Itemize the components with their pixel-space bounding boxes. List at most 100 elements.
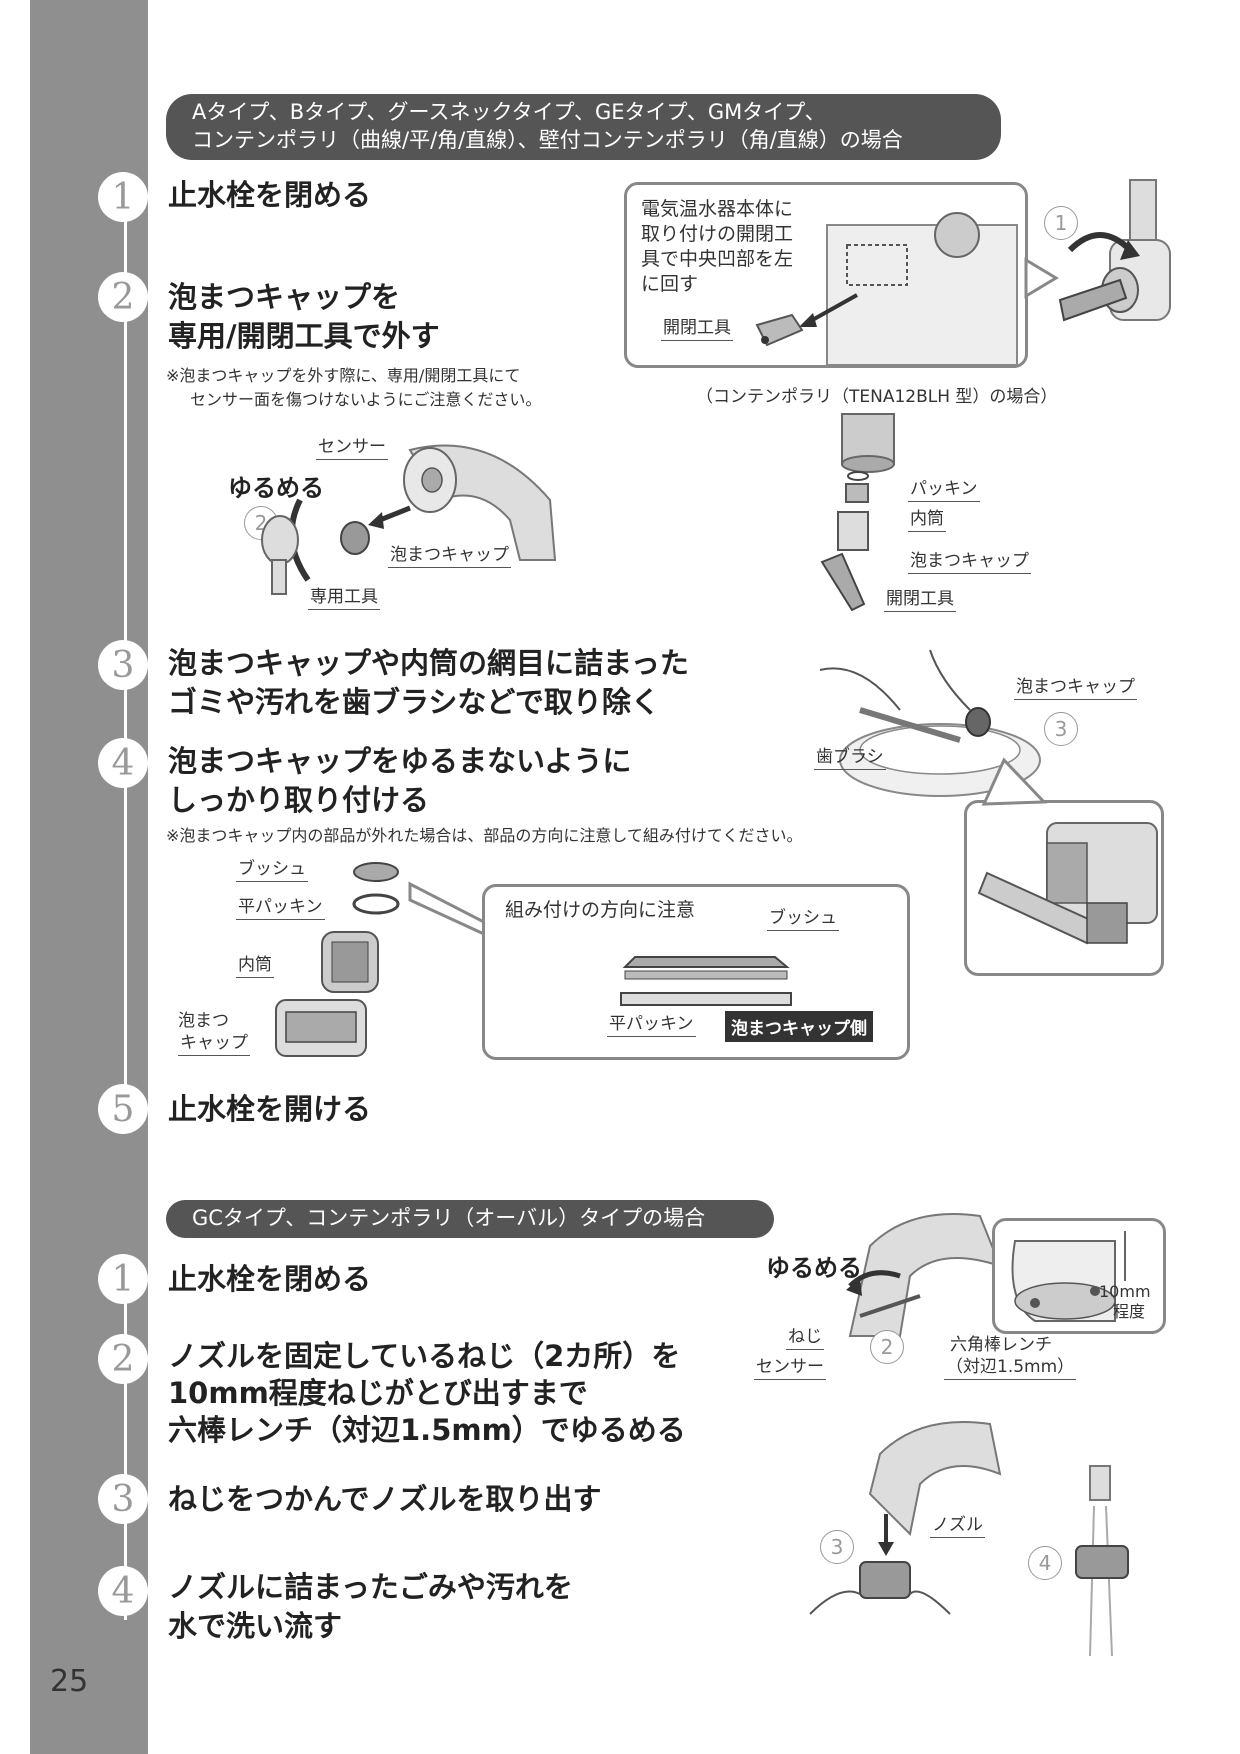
step-number-3: 3 (98, 640, 148, 690)
section1-banner-line2: コンテンポラリ（曲線/平/角/直線）、壁付コンテンポラリ（角/直線）の場合 (192, 128, 903, 152)
parts-cap-label-line2: キャップ (178, 1032, 250, 1056)
page-number: 25 (50, 1664, 89, 1699)
gc-zoom-callout: 10mm 程度 (992, 1218, 1166, 1334)
step-2-note: ※泡まつキャップを外す際に、専用/開閉工具にて センサー面を傷つけないようにご注… (166, 364, 541, 412)
brush-zoom-callout (964, 800, 1164, 976)
s2-step-3-text: ねじをつかんでノズルを取り出す (168, 1480, 602, 1519)
heater-callout: 電気温水器本体に 取り付けの開閉工 具で中央凹部を左 に回す 開閉工具 (624, 182, 1028, 368)
section2-banner-text: GCタイプ、コンテンポラリ（オーバル）タイプの場合 (192, 1206, 706, 1230)
tena-cap-label: 泡まつキャップ (908, 550, 1031, 574)
step-circle-1: 1 (1044, 206, 1078, 240)
step-number-1: 1 (98, 172, 148, 222)
step-4-line1: 泡まつキャップをゆるまないように (168, 744, 632, 778)
gc-circle-2: 2 (870, 1330, 904, 1364)
parts-zoom-pointer (408, 881, 486, 937)
step-number-2: 2 (98, 272, 148, 322)
step-number-5: 5 (98, 1084, 148, 1134)
section1-banner-line1: Aタイプ、Bタイプ、グースネックタイプ、GEタイプ、GMタイプ、 (192, 100, 826, 124)
cap-side-tag: 泡まつキャップ側 (725, 1011, 873, 1042)
gc-size-line1: 10mm (1099, 1282, 1151, 1301)
brush-circle-3: 3 (1044, 712, 1078, 746)
gc-circle-3: 3 (820, 1530, 854, 1564)
s2-step-4-line1: ノズルに詰まったごみや汚れを (168, 1570, 573, 1604)
loosen-illustration (261, 444, 557, 595)
step-2-note-line2: センサー面を傷つけないようにご注意ください。 (190, 390, 542, 409)
heater-callout-line2: 取り付けの開閉工 (641, 223, 794, 245)
s2-step-4-line2: 水で洗い流す (168, 1609, 343, 1643)
s2-step-2-text: ノズルを固定しているねじ（2カ所）を 10mm程度ねじがとび出すまで 六棒レンチ… (168, 1338, 686, 1449)
tena-caption: （コンテンポラリ（TENA12BLH 型）の場合） (696, 387, 1058, 407)
section2-banner: GCタイプ、コンテンポラリ（オーバル）タイプの場合 (166, 1200, 774, 1238)
s2-step-number-2: 2 (98, 1334, 148, 1384)
step-1-line1: 止水栓を閉める (168, 178, 372, 212)
direction-title: 組み付けの方向に注意 (505, 899, 696, 921)
step-2-note-line1: ※泡まつキャップを外す際に、専用/開閉工具にて (166, 366, 521, 385)
parts-bush-label: ブッシュ (236, 858, 308, 882)
s2-step-1-text: 止水栓を閉める (168, 1260, 371, 1299)
direction-bush-label: ブッシュ (767, 907, 839, 931)
s2-step-3-line1: ねじをつかんでノズルを取り出す (168, 1482, 602, 1516)
s2-step-2-line3: 六棒レンチ（対辺1.5mm）でゆるめる (168, 1413, 686, 1447)
step-3-line2: ゴミや汚れを歯ブラシなどで取り除く (168, 685, 660, 719)
step-5-text: 止水栓を開ける (168, 1090, 371, 1129)
direction-callout: 組み付けの方向に注意 ブッシュ 平パッキン 泡まつキャップ側 (482, 884, 910, 1060)
special-tool-label: 専用工具 (308, 586, 380, 610)
gc-wrench-label-line1: 六角棒レンチ (950, 1335, 1052, 1355)
gc-size-line2: 程度 (1113, 1302, 1146, 1321)
s2-step-number-3: 3 (98, 1474, 148, 1524)
parts-inner-label: 内筒 (236, 954, 274, 978)
heater-callout-line3: 具で中央凹部を左 (641, 248, 794, 270)
step-1-text: 止水栓を閉める (168, 176, 371, 215)
nozzle-label: ノズル (930, 1514, 985, 1538)
step-2-line1: 泡まつキャップを (168, 280, 401, 314)
toothbrush-label: 歯ブラシ (814, 746, 886, 770)
stop-valve-illustration (1058, 179, 1171, 322)
step-connector-2 (124, 1280, 127, 1620)
tena-tool-label: 開閉工具 (884, 588, 956, 612)
step-number-4: 4 (98, 738, 148, 788)
brush-zoom-pointer (981, 757, 1048, 806)
loosen-cap-label: 泡まつキャップ (388, 544, 511, 568)
gc-wrench-label-line2: （対辺1.5mm） (944, 1356, 1077, 1380)
brush-zoom-illustration (977, 822, 1158, 945)
callout-pointer (1024, 257, 1059, 299)
step-3-text: 泡まつキャップや内筒の網目に詰まった ゴミや汚れを歯ブラシなどで取り除く (168, 644, 689, 722)
loosen-title: ゆるめる (228, 474, 324, 502)
step-3-line1: 泡まつキャップや内筒の網目に詰まった (168, 646, 689, 680)
brush-illustration (819, 649, 1041, 797)
gc-zoom-illustration (1011, 1231, 1126, 1322)
step-4-line2: しっかり取り付ける (168, 783, 430, 817)
sensor-label: センサー (316, 436, 388, 460)
gc-sensor-label: センサー (754, 1356, 826, 1380)
parts-cap-label-line1: 泡まつ (178, 1011, 229, 1031)
s2-step-number-4: 4 (98, 1566, 148, 1616)
step-2-line2: 専用/開閉工具で外す (168, 319, 440, 353)
s2-step-1-line1: 止水栓を閉める (168, 1262, 372, 1296)
gc-faucet-illustration (846, 1213, 1002, 1337)
step-4-text: 泡まつキャップをゆるまないように しっかり取り付ける (168, 742, 631, 820)
s2-step-2-line1: ノズルを固定しているねじ（2カ所）を (168, 1339, 681, 1373)
step-2-text: 泡まつキャップを 専用/開閉工具で外す (168, 278, 440, 356)
direction-flat-packing-label: 平パッキン (607, 1013, 696, 1037)
step-4-note: ※泡まつキャップ内の部品が外れた場合は、部品の方向に注意して組み付けてください。 (166, 826, 803, 845)
gc-screw-label: ねじ (786, 1326, 824, 1350)
tena-inner-label: 内筒 (908, 508, 946, 532)
tena-packing-label: パッキン (908, 478, 980, 502)
parts-flat-packing-label: 平パッキン (236, 896, 325, 920)
s2-step-number-1: 1 (98, 1254, 148, 1304)
heater-callout-line1: 電気温水器本体に (641, 198, 794, 220)
heater-callout-line4: に回す (641, 273, 699, 295)
s2-step-4-text: ノズルに詰まったごみや汚れを 水で洗い流す (168, 1568, 573, 1646)
gc-loosen-title: ゆるめる (766, 1254, 862, 1282)
gc-circle-4: 4 (1028, 1546, 1062, 1580)
section1-banner: Aタイプ、Bタイプ、グースネックタイプ、GEタイプ、GMタイプ、 コンテンポラリ… (166, 94, 1001, 160)
heater-illustration (755, 212, 1018, 366)
s2-step-2-line2: 10mm程度ねじがとび出すまで (168, 1376, 588, 1410)
nozzle-wash-illustration (1075, 1465, 1129, 1657)
parts-exploded-illustration (275, 862, 400, 1057)
direction-illustration (620, 956, 792, 1006)
heater-tool-label: 開閉工具 (661, 317, 733, 341)
step-5-line1: 止水栓を開ける (168, 1092, 372, 1126)
brush-cap-label: 泡まつキャップ (1014, 676, 1137, 700)
tena-exploded-illustration (820, 413, 895, 612)
